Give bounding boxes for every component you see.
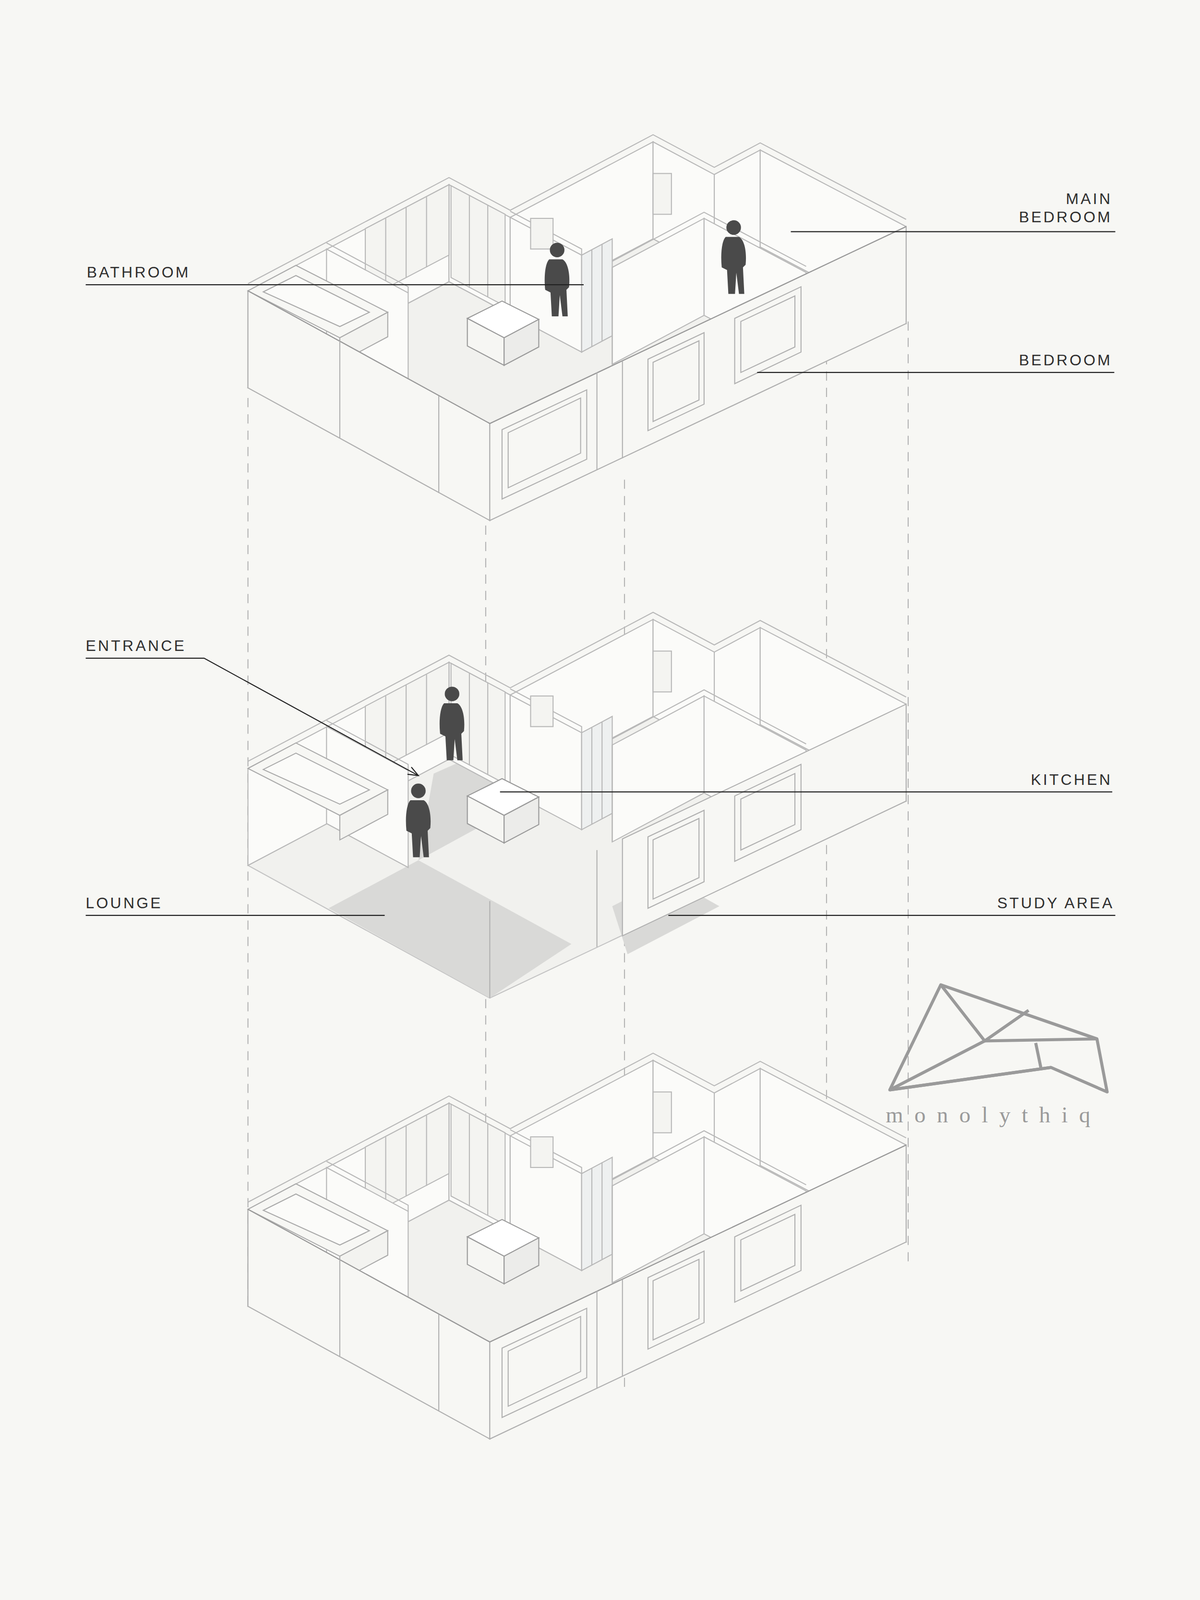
room-label: BEDROOM: [1019, 350, 1113, 370]
room-label: ENTRANCE: [85, 636, 187, 656]
room-label: BATHROOM: [86, 263, 191, 282]
room-label: LOUNGE: [85, 893, 163, 912]
level-top: [248, 134, 907, 521]
level-middle: [248, 612, 907, 999]
leader-lines: [85, 231, 1116, 916]
room-label: MAIN BEDROOM: [1010, 189, 1113, 227]
level-bottom: [248, 1053, 907, 1440]
person-figure: [439, 686, 465, 760]
person-figure: [721, 220, 746, 294]
logo-mark: [889, 984, 1108, 1092]
room-label: KITCHEN: [1030, 770, 1113, 789]
person-figure: [406, 783, 431, 857]
watermark: monolythiq: [885, 1102, 1102, 1129]
person-figure: [544, 242, 570, 317]
room-label: STUDY AREA: [996, 893, 1115, 912]
